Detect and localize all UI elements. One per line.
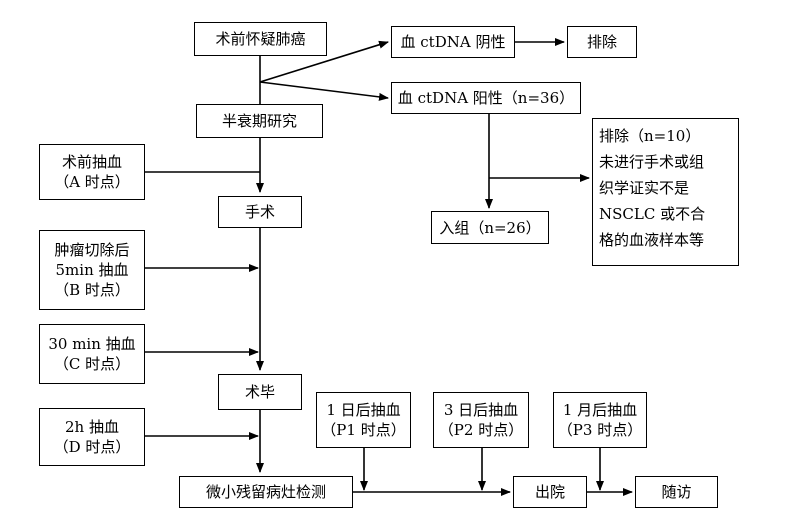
node-suspect-lung-cancer: 术前怀疑肺癌 — [194, 22, 327, 56]
node-ctdna-negative: 血 ctDNA 阴性 — [391, 26, 515, 58]
node-exclude: 排除 — [567, 26, 637, 58]
node-post-resection-5min: 肿瘤切除后 5min 抽血 （B 时点） — [39, 230, 145, 310]
node-enroll: 入组（n=26） — [431, 211, 549, 244]
node-day3-draw: 3 日后抽血 （P2 时点） — [433, 392, 529, 448]
node-text-line: 血 ctDNA 阴性 — [400, 33, 506, 51]
node-day1-draw: 1 日后抽血 （P1 时点） — [316, 392, 411, 448]
node-text-line: 微小残留病灶检测 — [205, 483, 326, 501]
node-30min-draw: 30 min 抽血 （C 时点） — [39, 324, 145, 384]
node-surgery: 手术 — [218, 196, 302, 228]
node-text-line: 血 ctDNA 阳性（n=36） — [397, 89, 575, 107]
node-discharge: 出院 — [513, 476, 587, 508]
arrow-to-pos — [259, 81, 389, 101]
node-mrd-detection: 微小残留病灶检测 — [179, 476, 353, 508]
node-text-line: 入组（n=26） — [439, 218, 541, 237]
node-2h-draw: 2h 抽血 （D 时点） — [39, 408, 145, 466]
node-text-line: （A 时点） — [54, 173, 130, 191]
node-text-line: （D 时点） — [53, 438, 131, 456]
node-text-line: （P1 时点） — [321, 421, 406, 439]
node-text-line: 2h 抽血 — [65, 418, 119, 436]
node-text-line: 随访 — [661, 483, 692, 501]
node-ctdna-positive: 血 ctDNA 阳性（n=36） — [391, 82, 581, 114]
node-text-line: 织学证实不是 — [599, 179, 690, 197]
node-text-line: 排除 — [586, 33, 617, 51]
node-exclude-n10: 排除（n=10） 未进行手术或组织学证实不是 NSCLC 或不合格的血液样本等 — [592, 118, 739, 266]
node-text-line: 格的血液样本等 — [599, 231, 705, 249]
node-text-line: 未进行手术或组 — [599, 153, 705, 171]
node-text-line: 1 月后抽血 — [562, 401, 638, 419]
node-text-line: 术毕 — [244, 383, 275, 401]
node-text-line: （C 时点） — [53, 355, 131, 373]
node-month1-draw: 1 月后抽血 （P3 时点） — [553, 392, 647, 448]
node-text-line: 术前怀疑肺癌 — [215, 30, 306, 48]
node-text-line: （P2 时点） — [438, 421, 524, 439]
node-text-line: 术前抽血 — [61, 153, 122, 171]
node-text-line: NSCLC 或不合 — [599, 205, 706, 223]
node-text-line: 1 日后抽血 — [326, 401, 401, 419]
node-text-line: （B 时点） — [54, 281, 130, 299]
node-text-line: 出院 — [534, 483, 565, 501]
node-end-surgery: 术毕 — [218, 374, 302, 410]
node-text-line: 排除（n=10） — [599, 127, 701, 145]
node-preop-blood-draw: 术前抽血 （A 时点） — [39, 144, 145, 200]
arrow-to-neg — [259, 40, 389, 83]
node-text-line: 肿瘤切除后 — [54, 241, 130, 259]
node-text-line: 30 min 抽血 — [48, 335, 136, 353]
node-text-line: 半衰期研究 — [221, 112, 297, 130]
node-text-line: 3 日后抽血 — [443, 401, 519, 419]
node-text-line: （P3 时点） — [557, 421, 643, 439]
node-half-life-study: 半衰期研究 — [196, 104, 323, 138]
node-followup: 随访 — [635, 476, 718, 508]
node-text-line: 5min 抽血 — [55, 261, 129, 279]
node-text-line: 手术 — [244, 203, 275, 221]
